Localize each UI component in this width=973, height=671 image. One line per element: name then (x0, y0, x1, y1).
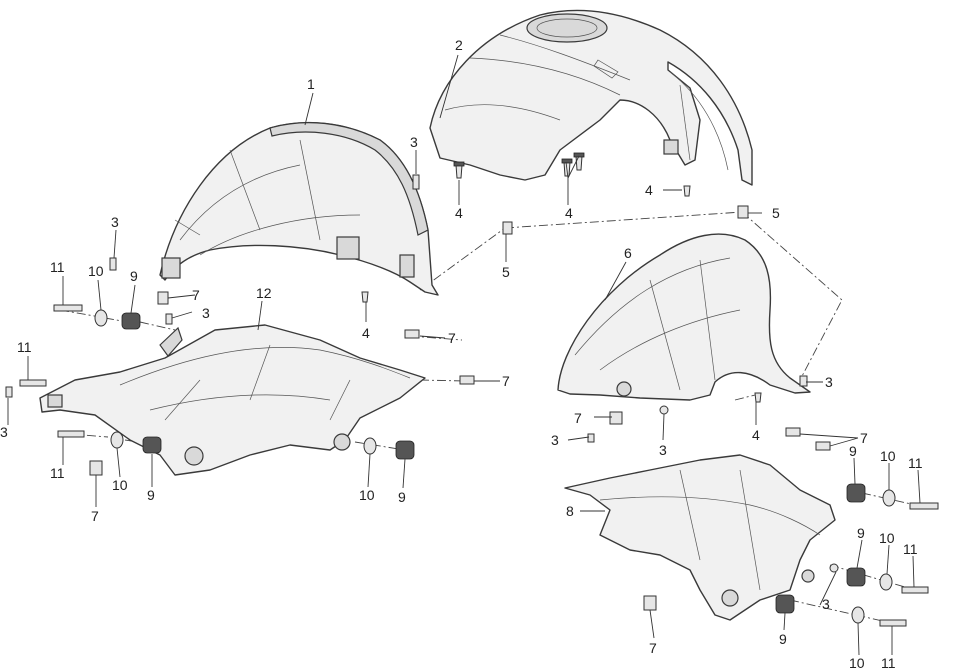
part-2-upper-cover (429, 9, 753, 186)
nut-7 (89, 460, 103, 476)
collar-10 (851, 606, 865, 624)
callout-3: 3 (825, 374, 833, 390)
bolt-3 (165, 313, 173, 325)
bolt-11 (901, 586, 929, 594)
callout-5: 5 (772, 205, 780, 221)
nut-7 (643, 595, 657, 611)
callout-9: 9 (849, 443, 857, 459)
bolt-3 (587, 433, 595, 443)
hardware (5, 152, 939, 627)
bolt-11 (19, 379, 47, 387)
callout-3: 3 (202, 305, 210, 321)
callout-6: 6 (624, 245, 632, 261)
callout-7: 7 (860, 430, 868, 446)
callout-11: 11 (17, 339, 32, 355)
nut-7 (609, 411, 623, 425)
callout-4: 4 (565, 205, 573, 221)
callout-1: 1 (307, 76, 315, 92)
callout-labels: 1 2 3 3 3 3 3 3 3 3 4 4 4 4 4 5 5 6 7 7 … (0, 37, 923, 671)
bolt-11 (879, 619, 907, 627)
bolt-11 (53, 304, 83, 312)
callout-12: 12 (256, 285, 272, 301)
callout-4: 4 (455, 205, 463, 221)
leader-lines (7, 54, 921, 656)
callout-3: 3 (111, 214, 119, 230)
screw-4 (683, 185, 691, 197)
callout-7: 7 (91, 508, 99, 524)
bolt-3 (799, 375, 808, 387)
collar-10 (94, 309, 108, 327)
callout-9: 9 (147, 487, 155, 503)
screw-4 (361, 291, 369, 303)
nut-7 (459, 375, 475, 385)
collar-10 (110, 431, 124, 449)
callout-3: 3 (410, 134, 418, 150)
bolt-11 (909, 502, 939, 510)
callout-9: 9 (779, 631, 787, 647)
callout-9: 9 (398, 489, 406, 505)
screw-4 (573, 152, 585, 171)
part-12-lower-tray (39, 324, 426, 476)
callout-4: 4 (362, 325, 370, 341)
callout-7: 7 (574, 410, 582, 426)
callout-5: 5 (502, 264, 510, 280)
bolt-3 (829, 563, 839, 573)
callout-8: 8 (566, 503, 574, 519)
collar-10 (879, 573, 893, 591)
callout-3: 3 (822, 596, 830, 612)
grommet-9 (775, 594, 795, 614)
clip-5 (737, 205, 749, 219)
bolt-11 (57, 430, 85, 438)
bolt-3 (412, 174, 420, 190)
callout-10: 10 (880, 448, 896, 464)
part-6-rear-fender (557, 233, 811, 401)
bolt-3 (659, 405, 669, 415)
callout-7: 7 (448, 330, 456, 346)
callout-4: 4 (645, 182, 653, 198)
callout-7: 7 (649, 640, 657, 656)
callout-10: 10 (112, 477, 128, 493)
collar-10 (882, 489, 896, 507)
callout-11: 11 (903, 541, 918, 557)
callout-4: 4 (752, 427, 760, 443)
callout-10: 10 (359, 487, 375, 503)
grommet-9 (846, 483, 866, 503)
callout-7: 7 (192, 287, 200, 303)
grommet-9 (121, 312, 141, 330)
grommet-9 (142, 436, 162, 454)
callout-7: 7 (502, 373, 510, 389)
callout-2: 2 (455, 37, 463, 53)
nut-7 (785, 427, 801, 437)
callout-10: 10 (879, 530, 895, 546)
callout-3: 3 (0, 424, 8, 440)
callout-11: 11 (908, 455, 923, 471)
collar-10 (363, 437, 377, 455)
part-1-front-cover (159, 121, 439, 296)
callout-9: 9 (130, 268, 138, 284)
part-8-lower-bracket (564, 454, 836, 621)
callout-3: 3 (659, 442, 667, 458)
bolt-3 (5, 386, 13, 398)
callout-10: 10 (849, 655, 865, 671)
grommet-9 (395, 440, 415, 460)
callout-9: 9 (857, 525, 865, 541)
callout-10: 10 (88, 263, 104, 279)
nut-7 (404, 329, 420, 339)
screw-4 (453, 161, 465, 179)
callout-3: 3 (551, 432, 559, 448)
clip-5 (502, 221, 513, 235)
screw-4 (754, 392, 762, 403)
callout-11: 11 (50, 465, 65, 481)
nut-7 (815, 441, 831, 451)
callout-11: 11 (881, 655, 896, 671)
grommet-9 (846, 567, 866, 587)
bolt-3 (109, 257, 117, 271)
nut-7 (157, 291, 169, 305)
callout-11: 11 (50, 259, 65, 275)
